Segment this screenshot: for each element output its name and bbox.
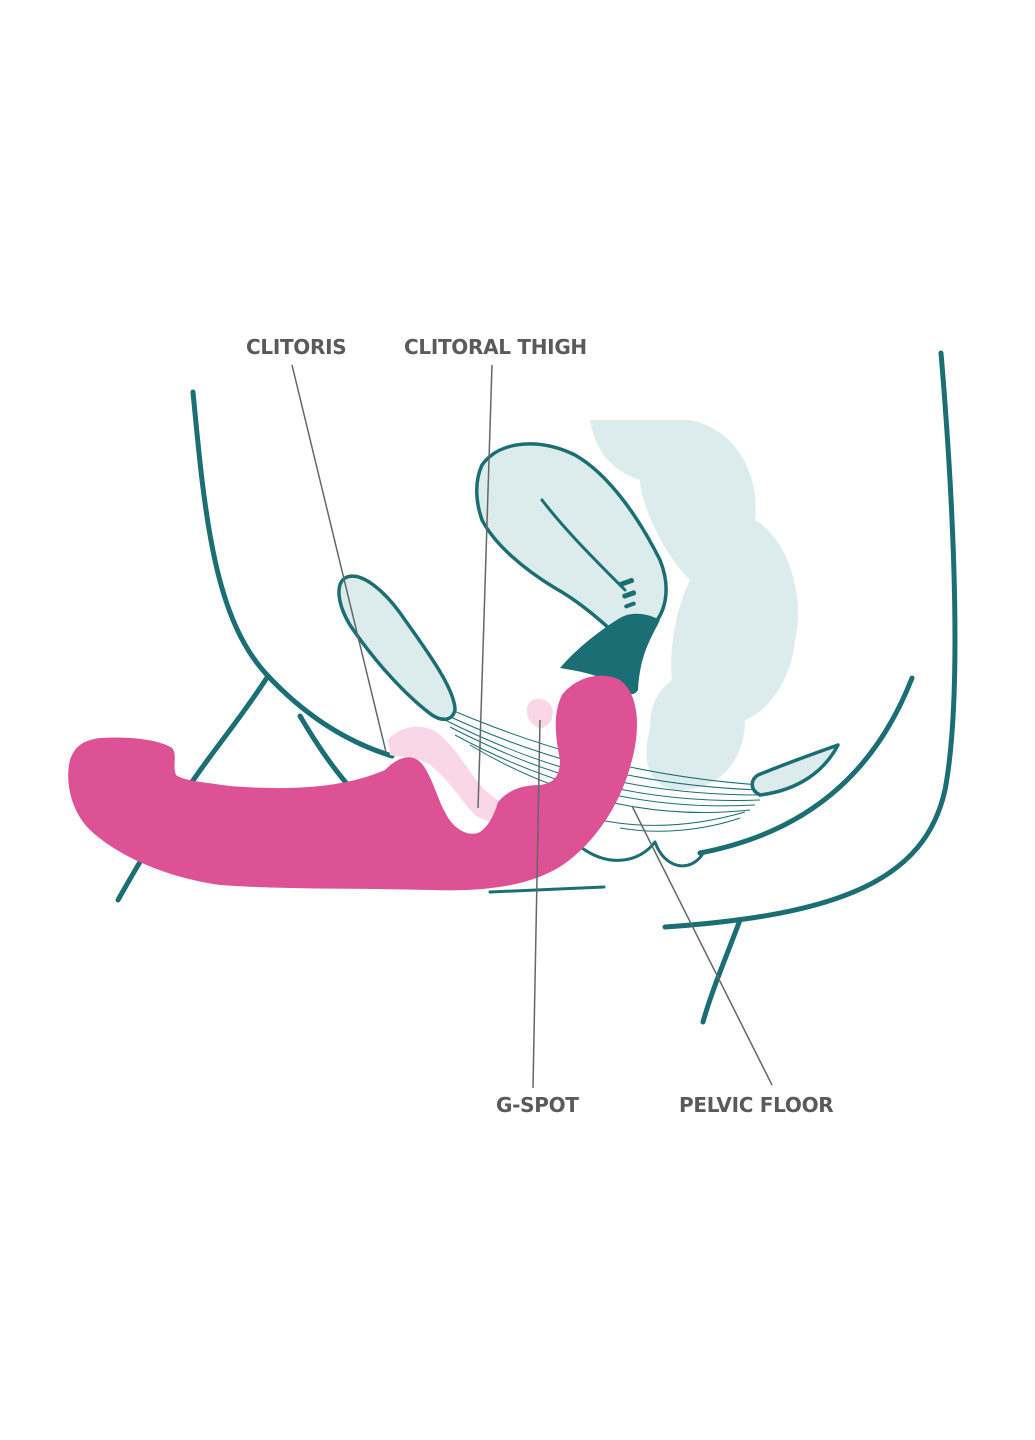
label-g-spot: G-SPOT xyxy=(496,1093,579,1117)
label-clitoral-thigh: CLITORAL THIGH xyxy=(404,335,587,359)
bladder xyxy=(337,574,457,721)
uterine-cavity xyxy=(540,498,627,592)
pelvic-curve-outline xyxy=(697,675,915,856)
label-pelvic-floor: PELVIC FLOOR xyxy=(679,1093,833,1117)
label-clitoris: CLITORIS xyxy=(246,335,346,359)
clitoral-tissue xyxy=(388,726,505,822)
clitoral-thigh-leader xyxy=(477,364,493,809)
lower-outline xyxy=(488,885,606,894)
leg-outline xyxy=(700,917,743,1025)
buttock-outline xyxy=(662,350,958,930)
rectum xyxy=(590,420,799,790)
vaginal-canal xyxy=(560,613,660,695)
perineum-outline xyxy=(580,840,704,868)
pelvic-floor-leader xyxy=(631,805,773,1086)
abdomen-outline xyxy=(190,389,395,759)
clitoris-leader xyxy=(291,364,387,753)
g-spot-leader xyxy=(532,719,541,1089)
toy xyxy=(68,675,637,891)
g-spot-tissue xyxy=(526,698,553,728)
cervix-marks xyxy=(618,577,637,609)
